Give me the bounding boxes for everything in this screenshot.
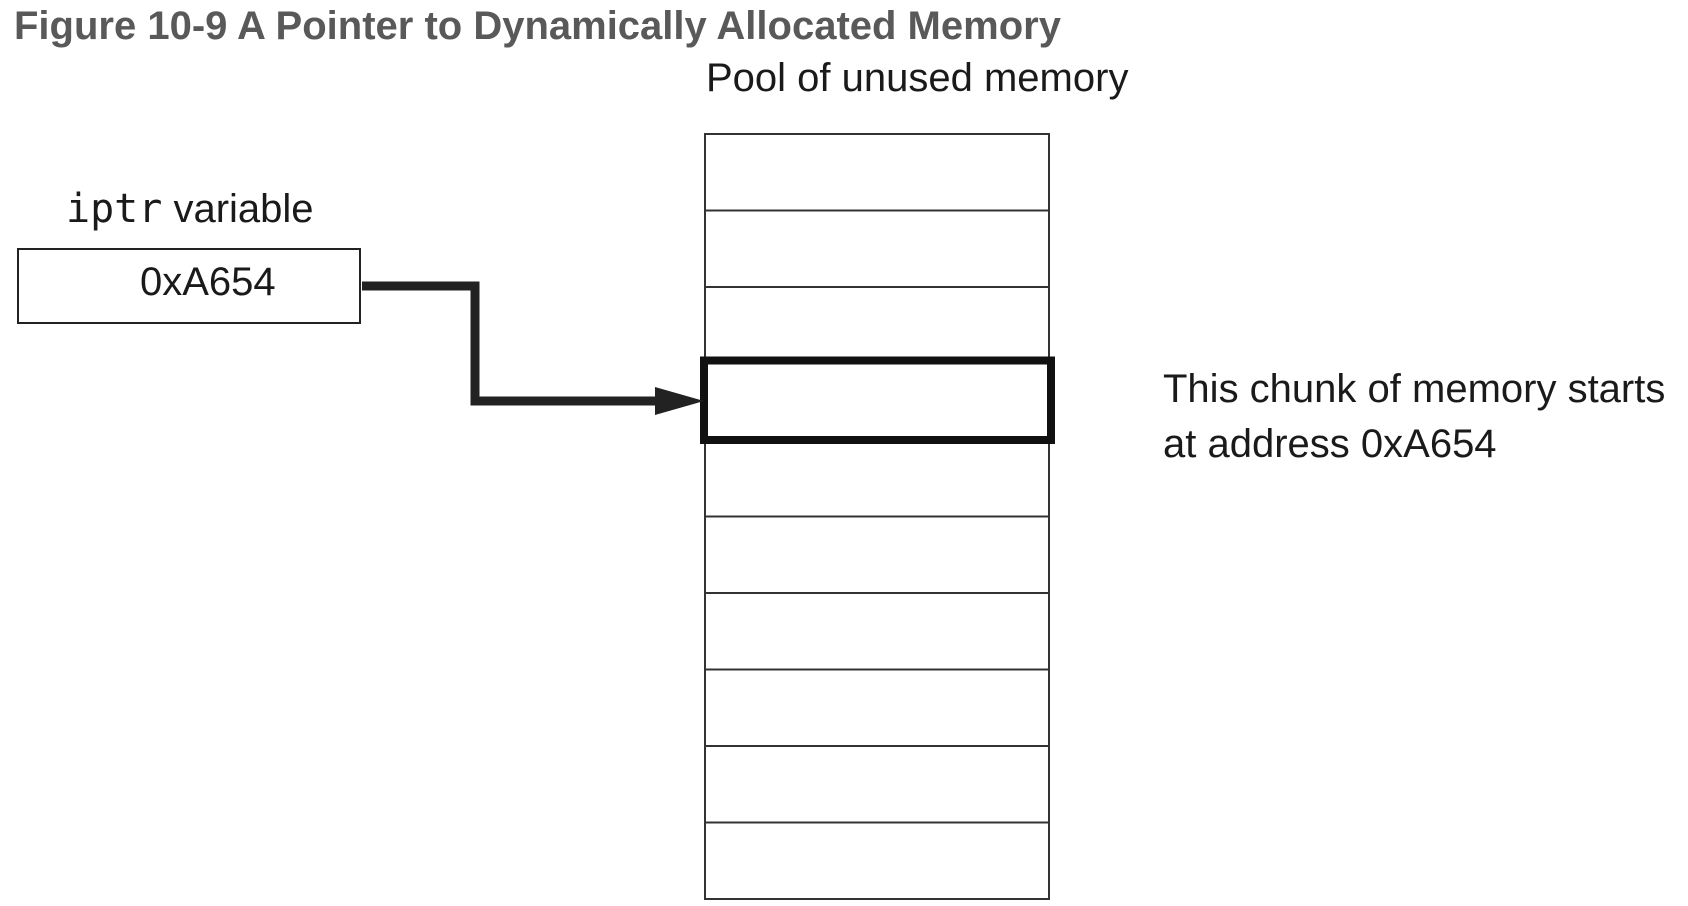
address-note-line2: at address 0xA654 (1163, 422, 1497, 466)
variable-name: iptr (66, 186, 163, 232)
pointer-arrowhead (655, 387, 704, 415)
memory-cell (704, 515, 1050, 594)
memory-cell (704, 209, 1050, 288)
figure-title: Figure 10-9 A Pointer to Dynamically All… (14, 4, 1061, 48)
address-note: This chunk of memory starts at address 0… (1163, 362, 1665, 472)
memory-cell (704, 745, 1050, 824)
memory-cell (704, 668, 1050, 747)
memory-pool (700, 133, 1055, 900)
variable-label: iptr variable (66, 186, 314, 232)
memory-cell (704, 592, 1050, 671)
variable-box (17, 248, 361, 324)
variable-value: 0xA654 (140, 260, 276, 304)
pool-label: Pool of unused memory (706, 56, 1129, 100)
memory-cell (704, 821, 1050, 900)
memory-cell (704, 362, 1050, 441)
memory-cell (704, 286, 1050, 365)
memory-cell (704, 439, 1050, 518)
memory-cell (704, 133, 1050, 212)
variable-suffix: variable (173, 187, 314, 231)
address-note-line1: This chunk of memory starts (1163, 367, 1666, 411)
allocated-memory-chunk (700, 356, 1055, 444)
pointer-arrow-line (362, 281, 670, 406)
